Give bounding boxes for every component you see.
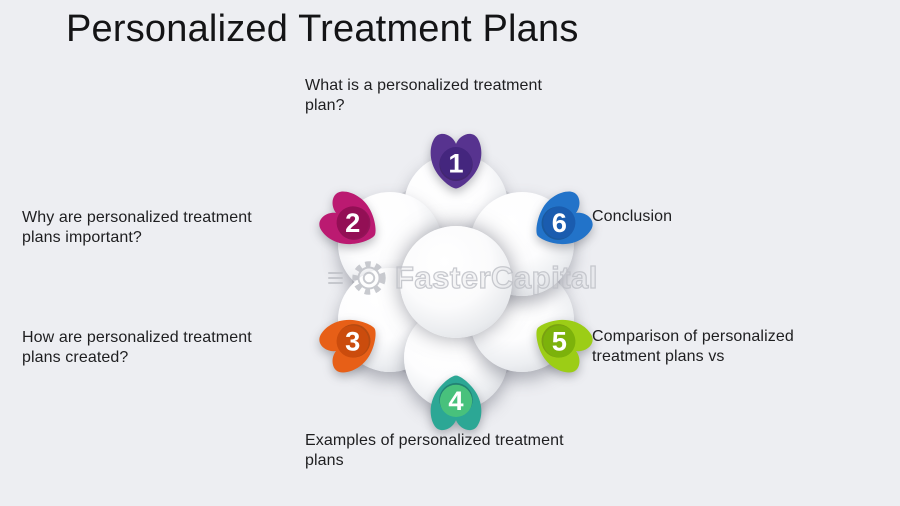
badge-2-number: 2 [345,207,360,238]
label-why-important: Why are personalized treatment plans imp… [22,209,252,246]
badge-6-number: 6 [552,207,567,238]
badge-4: 4 [425,373,487,435]
badge-4-number: 4 [448,385,464,416]
label-what-is: What is a personalized treatment plan? [305,77,543,114]
label-how-created: How are personalized treatment plans cre… [22,329,252,366]
label-comparison: Comparison of personalized treatment pla… [592,328,794,365]
badge-5-number: 5 [552,326,567,357]
badge-5: 5 [531,312,593,374]
sphere-center [400,226,512,338]
badge-2: 2 [319,190,381,252]
badge-3: 3 [319,312,381,374]
badge-1: 1 [425,129,487,191]
badge-6: 6 [531,190,593,252]
badge-1-number: 1 [448,147,463,178]
badge-3-number: 3 [345,326,360,357]
label-conclusion: Conclusion [592,208,673,225]
page-title: Personalized Treatment Plans [66,8,579,50]
watermark-scribble-icon [328,272,343,284]
label-examples: Examples of personalized treatment plans [305,432,564,469]
